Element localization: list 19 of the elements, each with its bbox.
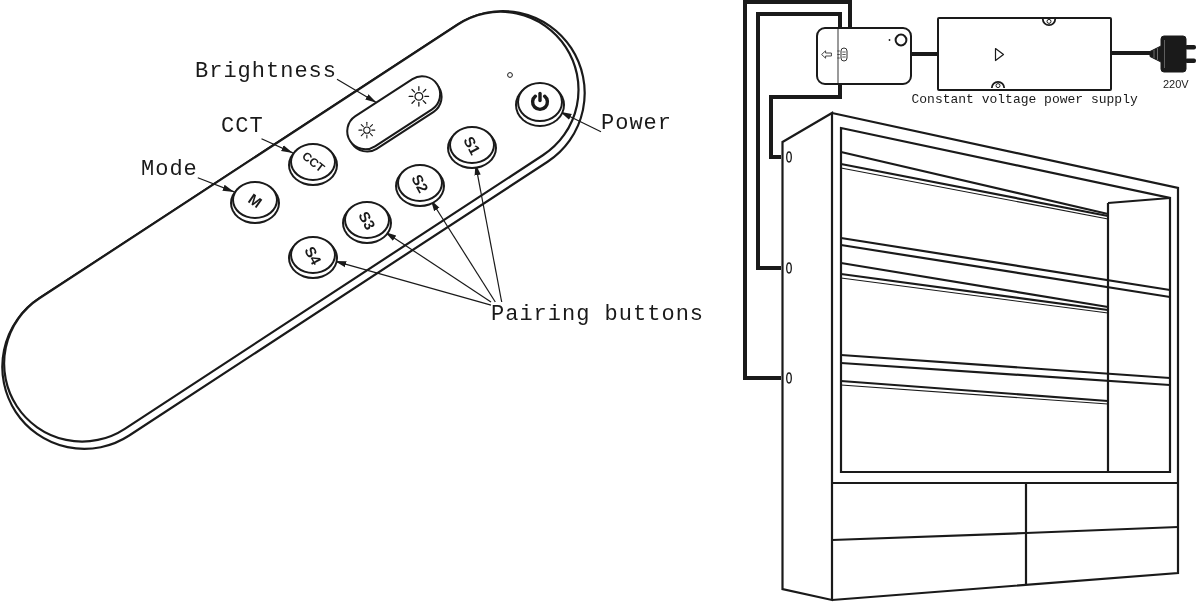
callout-label: CCT	[221, 114, 264, 140]
cabinet-drawing	[781, 111, 1181, 601]
remote-control-drawing	[0, 9, 588, 452]
callout-label: Brightness	[195, 59, 338, 85]
wire	[743, 0, 852, 380]
wire	[1112, 51, 1150, 55]
controller-box	[816, 27, 912, 85]
leader-arrow	[260, 138, 294, 154]
wire	[769, 85, 842, 159]
leader-arrow	[197, 177, 235, 193]
leader-arrow	[336, 78, 378, 104]
callout-label: Power	[601, 111, 672, 137]
callout-label: Mode	[141, 157, 198, 183]
voltage-label: 220V	[1163, 78, 1189, 91]
callout-label: Pairing buttons	[491, 302, 705, 328]
wire	[912, 52, 937, 56]
device-caption: Constant voltage power supply	[911, 91, 1138, 107]
wire	[756, 12, 842, 270]
plug-drawing	[1150, 34, 1197, 74]
